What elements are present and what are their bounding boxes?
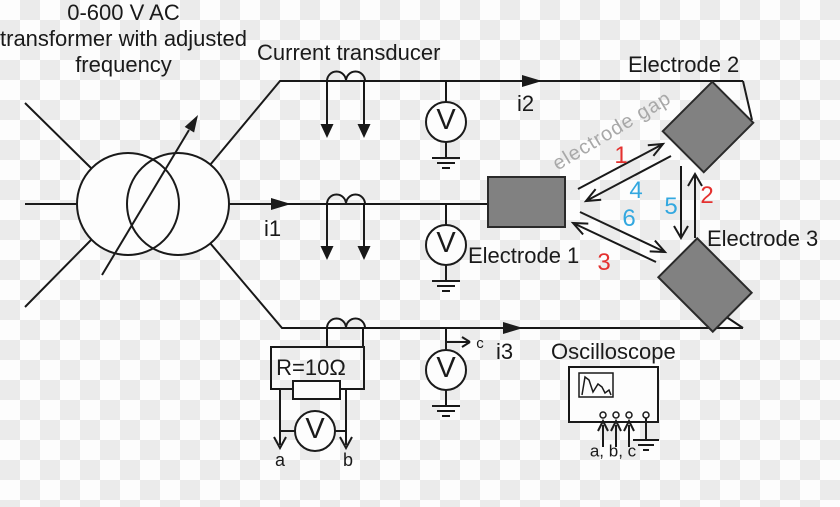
shunt-circuit bbox=[270, 346, 365, 452]
oscilloscope-symbol bbox=[568, 366, 659, 451]
electrode-1-label: Electrode 1 bbox=[468, 243, 580, 268]
gap-path-6-label: 6 bbox=[622, 204, 636, 232]
oscilloscope-label: Oscilloscope bbox=[551, 339, 676, 364]
ground-symbol-scope bbox=[633, 418, 659, 451]
gap-arrows bbox=[570, 142, 703, 263]
gap-arrow-3 bbox=[579, 211, 668, 254]
electrode-3-label: Electrode 3 bbox=[707, 226, 819, 251]
voltmeter-i3 bbox=[425, 328, 471, 417]
input-arrows bbox=[597, 418, 635, 447]
voltmeter-i2-letter: V bbox=[436, 103, 456, 136]
transformer-symbol bbox=[24, 102, 230, 308]
resistor-symbol bbox=[292, 380, 341, 400]
probe-b-label: b bbox=[342, 450, 354, 471]
voltmeter-i3-letter: V bbox=[436, 351, 456, 384]
i3-arrow-head bbox=[503, 322, 523, 334]
current-transducer-middle bbox=[320, 193, 371, 260]
transformer-primary-outline bbox=[76, 152, 180, 256]
gap-path-5-label: 5 bbox=[664, 192, 678, 220]
current-transducer-label: Current transducer bbox=[257, 40, 441, 65]
connector-a bbox=[599, 411, 607, 419]
probe-a-label: a bbox=[274, 450, 286, 471]
ground-symbol-i2 bbox=[432, 157, 460, 169]
connector-gnd bbox=[642, 411, 650, 419]
electrode-2-label: Electrode 2 bbox=[628, 52, 740, 77]
i1-arrow-head bbox=[271, 198, 291, 210]
voltmeter-ab-letter: V bbox=[305, 412, 325, 445]
probe-c-label: c bbox=[476, 334, 484, 352]
voltmeter-i1-letter: V bbox=[436, 226, 456, 259]
transformer-caption-line1: 0-600 V AC bbox=[67, 0, 180, 25]
wire-i1 bbox=[229, 198, 488, 210]
gap-arrow-2 bbox=[687, 172, 703, 238]
transformer-caption-line3: frequency bbox=[75, 52, 172, 77]
gap-path-1-label: 1 bbox=[614, 141, 628, 169]
waveform-trace bbox=[581, 375, 612, 396]
voltmeter-ab bbox=[294, 410, 336, 452]
i2-label: i2 bbox=[517, 91, 535, 116]
gap-path-4-label: 4 bbox=[629, 176, 643, 204]
voltmeter-i2 bbox=[425, 81, 467, 169]
probes-abc-label: a, b, c bbox=[589, 441, 637, 461]
i2-arrow-head bbox=[522, 75, 542, 87]
probe-a-arrow-head bbox=[273, 436, 287, 451]
i1-label: i1 bbox=[264, 216, 282, 241]
electrode-2-shape bbox=[661, 80, 755, 174]
voltmeter-i1 bbox=[425, 204, 467, 292]
gap-path-3-label: 3 bbox=[597, 248, 611, 276]
ground-symbol-i3 bbox=[432, 405, 460, 417]
current-transducer-bottom bbox=[326, 317, 366, 347]
gap-arrow-1 bbox=[577, 142, 666, 190]
ground-symbol-i1 bbox=[432, 280, 460, 292]
adjustment-arrow bbox=[101, 129, 190, 276]
transformer-caption: 0-600 V AC transformer with adjusted fre… bbox=[0, 0, 247, 78]
i3-label: i3 bbox=[496, 339, 514, 364]
connector-b bbox=[612, 411, 620, 419]
gap-arrow-6 bbox=[570, 221, 657, 263]
adjustment-arrow-head bbox=[184, 115, 198, 133]
connector-c bbox=[625, 411, 633, 419]
transformer-input-rays bbox=[24, 102, 92, 308]
resistor-label: R=10Ω bbox=[276, 354, 346, 380]
c-tap-arrow bbox=[446, 336, 471, 348]
gap-path-2-label: 2 bbox=[700, 181, 714, 209]
gap-arrow-4 bbox=[583, 155, 672, 203]
wire-i2 bbox=[209, 75, 753, 166]
electrode-3-shape bbox=[656, 236, 754, 334]
electrode-1-shape bbox=[487, 176, 566, 228]
probe-b-arrow-head bbox=[339, 436, 353, 451]
gap-arrow-5 bbox=[673, 166, 689, 240]
current-transducer-top bbox=[320, 70, 371, 138]
electrodes bbox=[487, 80, 755, 334]
transformer-caption-line2: transformer with adjusted bbox=[0, 26, 247, 51]
